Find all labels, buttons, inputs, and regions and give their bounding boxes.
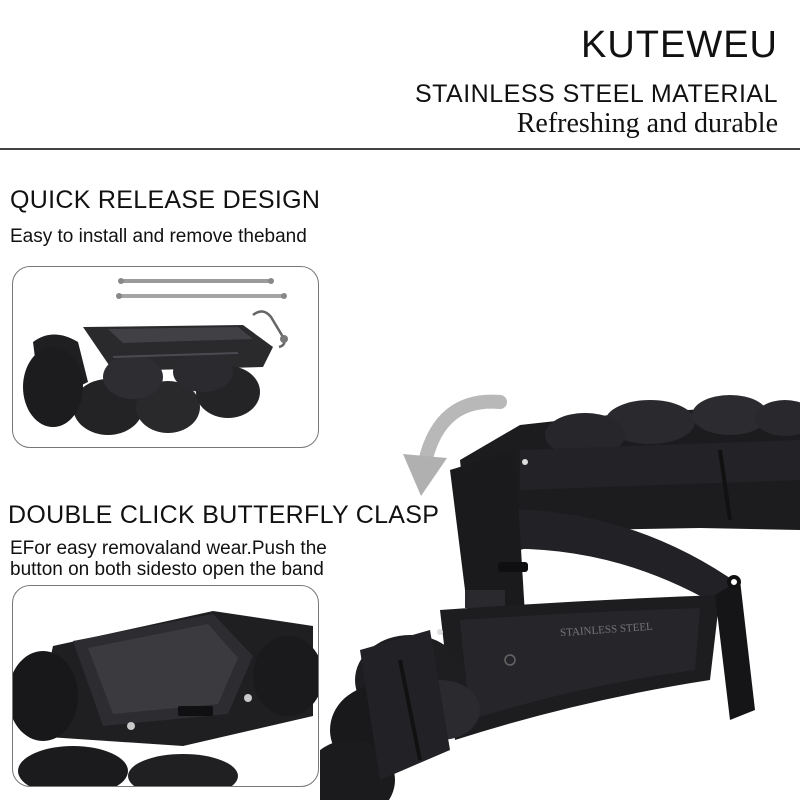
watch-band-image xyxy=(23,325,273,435)
butterfly-clasp-title: DOUBLE CLICK BUTTERFLY CLASP xyxy=(8,501,440,529)
curved-arrow-icon xyxy=(385,392,515,502)
brand-title: KUTEWEU xyxy=(581,24,778,66)
butterfly-clasp-description-line1: EFor easy removaland wear.Push the xyxy=(10,538,327,559)
clasp-closeup-image xyxy=(13,611,318,786)
butterfly-clasp-hero-image: STAINLESS STEEL xyxy=(320,380,800,800)
butterfly-clasp-image-panel xyxy=(12,585,319,787)
quick-release-title: QUICK RELEASE DESIGN xyxy=(10,186,321,214)
tagline: Refreshing and durable xyxy=(516,108,778,139)
quick-release-image-panel xyxy=(12,266,319,448)
header-divider xyxy=(0,148,800,150)
spring-bar-pins-icon xyxy=(116,278,288,349)
material-heading: STAINLESS STEEL MATERIAL xyxy=(414,80,778,108)
quick-release-description: Easy to install and remove theband xyxy=(10,226,307,247)
butterfly-clasp-description-line2: button on both sidesto open the band xyxy=(10,559,324,580)
